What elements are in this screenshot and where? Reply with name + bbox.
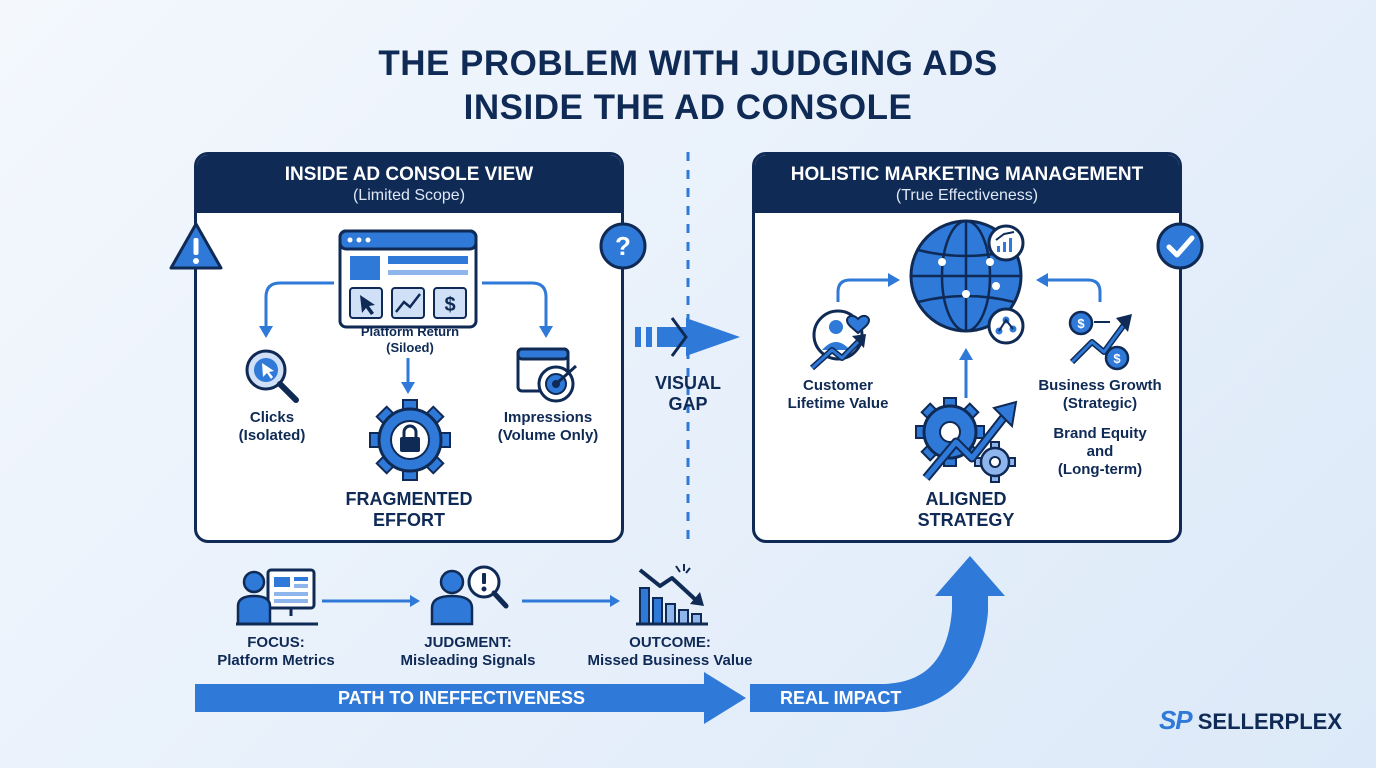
judgment-label: JUDGMENT: Misleading Signals bbox=[400, 634, 536, 669]
clicks-label: Clicks (Isolated) bbox=[238, 409, 306, 444]
right-panel-header: HOLISTIC MARKETING MANAGEMENT (True Effe… bbox=[755, 155, 1179, 213]
check-icon bbox=[1156, 222, 1204, 270]
svg-text:?: ? bbox=[615, 231, 631, 261]
left-panel-subheading: (Limited Scope) bbox=[352, 187, 466, 204]
logo-mark: SP bbox=[1158, 705, 1193, 735]
visual-gap-label: VISUAL GAP bbox=[654, 373, 721, 414]
page-title-line1: THE PROBLEM WITH JUDGING ADS bbox=[378, 44, 998, 83]
network-badge-icon bbox=[987, 307, 1025, 345]
business-growth-label: Business Growth (Strategic) bbox=[1038, 377, 1162, 412]
focus-label: FOCUS: Platform Metrics bbox=[217, 634, 335, 669]
person-magnifier-icon bbox=[430, 565, 509, 626]
path-band-arrow bbox=[195, 672, 746, 724]
path-to-ineffectiveness-label: PATH TO INEFFECTIVENESS bbox=[338, 688, 586, 708]
flow-arrow-2 bbox=[522, 595, 620, 607]
magnifier-cursor-icon bbox=[245, 349, 299, 403]
customer-heart-icon bbox=[809, 309, 870, 371]
sellerplex-logo: SP SELLERPLEX bbox=[1159, 705, 1342, 736]
flow-arrow-1 bbox=[322, 595, 420, 607]
declining-bars-icon bbox=[636, 564, 708, 626]
svg-text:$: $ bbox=[1113, 351, 1121, 366]
logo-name: SELLERPLEX bbox=[1197, 709, 1342, 734]
fragmented-effort-label: FRAGMENTED EFFORT bbox=[345, 489, 473, 530]
platform-return-label: Platform Return (Siloed) bbox=[360, 324, 460, 355]
aligned-strategy-icon bbox=[915, 397, 1018, 483]
warning-icon bbox=[169, 222, 223, 270]
clv-label: Customer Lifetime Value bbox=[787, 377, 889, 412]
real-impact-arrow bbox=[750, 556, 1005, 712]
left-panel-heading: INSIDE AD CONSOLE VIEW bbox=[284, 164, 534, 185]
browser-window-icon: $ bbox=[338, 229, 478, 329]
brand-equity-label: Brand Equity and (Long-term) bbox=[1053, 425, 1147, 478]
svg-text:$: $ bbox=[444, 294, 455, 316]
page-title-line2: INSIDE THE AD CONSOLE bbox=[463, 88, 913, 127]
real-impact-label: REAL IMPACT bbox=[780, 688, 902, 708]
outcome-label: OUTCOME: Missed Business Value bbox=[587, 634, 753, 669]
right-panel-subheading: (True Effectiveness) bbox=[895, 187, 1039, 204]
svg-text:$: $ bbox=[1077, 316, 1085, 331]
visual-gap-arrow bbox=[635, 317, 740, 357]
gear-lock-icon bbox=[369, 399, 451, 481]
question-icon: ? bbox=[599, 222, 647, 270]
aligned-strategy-label: ALIGNED STRATEGY bbox=[917, 489, 1015, 530]
impressions-target-icon bbox=[516, 347, 578, 403]
right-panel-heading: HOLISTIC MARKETING MANAGEMENT bbox=[790, 164, 1144, 185]
left-panel-header: INSIDE AD CONSOLE VIEW (Limited Scope) bbox=[197, 155, 621, 213]
growth-chart-badge-icon bbox=[987, 224, 1025, 262]
impressions-label: Impressions (Volume Only) bbox=[497, 409, 599, 444]
business-growth-icon: $ $ bbox=[1068, 310, 1132, 371]
person-monitor-icon bbox=[236, 568, 318, 626]
